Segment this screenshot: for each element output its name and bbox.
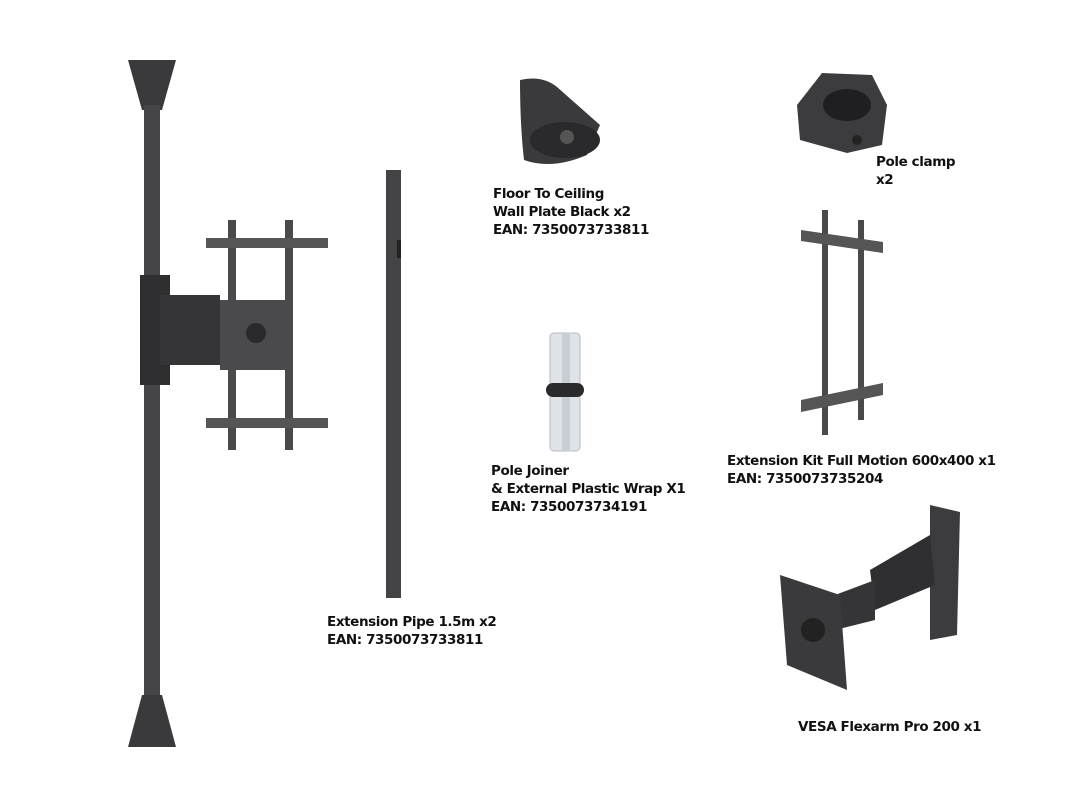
wall-plate-name: Floor To Ceiling: [493, 186, 604, 202]
pole-clamp-illustration: [797, 73, 887, 153]
pole-clamp-label: Pole clamp x2: [876, 153, 956, 189]
extension-pipe-name: Extension Pipe 1.5m x2: [327, 614, 497, 630]
wall-plate-illustration: [520, 78, 600, 164]
flexarm-label: VESA Flexarm Pro 200 x1: [798, 718, 982, 736]
extension-pipe-ean: EAN: 7350073733811: [327, 632, 483, 648]
pole-joiner-name: Pole Joiner: [491, 463, 569, 479]
pole-joiner-desc: & External Plastic Wrap X1: [491, 481, 686, 497]
extension-kit-label: Extension Kit Full Motion 600x400 x1 EAN…: [727, 452, 996, 488]
extension-pipe-label: Extension Pipe 1.5m x2 EAN: 735007373381…: [327, 613, 497, 649]
pole-joiner-illustration: [546, 332, 584, 452]
flexarm-illustration: [780, 505, 960, 690]
wall-plate-ean: EAN: 7350073733811: [493, 222, 649, 238]
pole-clamp-name: Pole clamp: [876, 154, 956, 170]
wall-plate-qty: Wall Plate Black x2: [493, 204, 631, 220]
pole-joiner-ean: EAN: 7350073734191: [491, 499, 647, 515]
extension-kit-ean: EAN: 7350073735204: [727, 471, 883, 487]
wall-plate-label: Floor To Ceiling Wall Plate Black x2 EAN…: [493, 185, 649, 239]
extension-kit-illustration: [801, 210, 883, 435]
flexarm-name: VESA Flexarm Pro 200 x1: [798, 719, 982, 735]
assembled-pole-illustration: [128, 60, 328, 747]
extension-pipe-illustration: [386, 170, 401, 598]
pole-clamp-qty: x2: [876, 172, 894, 188]
extension-kit-name: Extension Kit Full Motion 600x400 x1: [727, 453, 996, 469]
pole-joiner-label: Pole Joiner & External Plastic Wrap X1 E…: [491, 462, 686, 516]
